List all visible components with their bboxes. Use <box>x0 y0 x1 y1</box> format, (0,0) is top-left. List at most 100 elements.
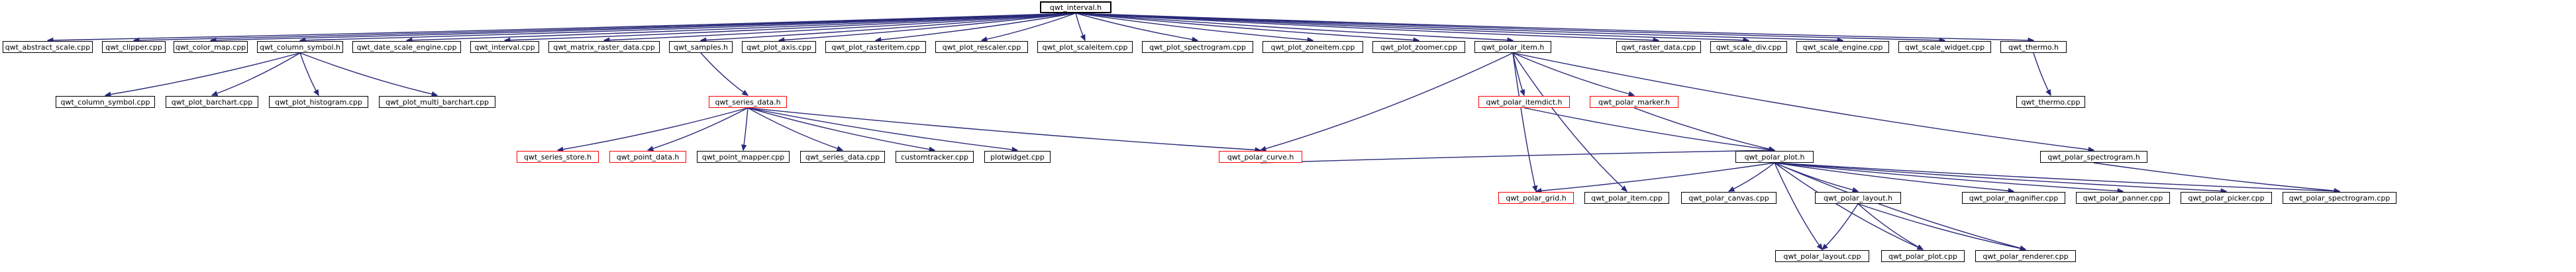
graph-node[interactable]: qwt_polar_panner.cpp <box>2076 192 2170 204</box>
graph-node[interactable]: qwt_scale_engine.cpp <box>1796 41 1889 53</box>
graph-edge <box>874 13 1076 43</box>
graph-node[interactable]: qwt_point_data.h <box>609 151 686 163</box>
graph-edge <box>1633 107 1776 152</box>
graph-node[interactable]: qwt_column_symbol.h <box>257 41 343 53</box>
graph-edge <box>1075 13 1514 43</box>
graph-node[interactable]: qwt_samples.h <box>669 41 733 53</box>
graph-edge <box>741 107 748 152</box>
graph-edge <box>603 13 1076 43</box>
graph-node[interactable]: qwt_scale_div.cpp <box>1710 41 1787 53</box>
graph-edge <box>1774 162 2341 194</box>
graph-node[interactable]: qwt_scale_widget.cpp <box>1898 41 1991 53</box>
graph-node[interactable]: qwt_plot_zoomer.cpp <box>1372 41 1465 53</box>
graph-node[interactable]: qwt_polar_layout.cpp <box>1775 250 1869 262</box>
graph-edge <box>1727 162 1775 192</box>
graph-node[interactable]: qwt_plot_rasteritem.cpp <box>825 41 926 53</box>
graph-node[interactable]: qwt_polar_renderer.cpp <box>1975 250 2076 262</box>
graph-edge <box>503 13 1076 43</box>
graph-edge <box>1512 52 1628 192</box>
graph-edge <box>1857 203 2027 251</box>
graph-edge <box>209 13 1076 43</box>
graph-node[interactable]: qwt_plot_zoneitem.cpp <box>1262 41 1363 53</box>
graph-edge <box>104 52 301 97</box>
graph-edge <box>747 107 1262 153</box>
graph-node[interactable]: qwt_polar_spectrogram.cpp <box>2283 192 2396 204</box>
graph-edge <box>299 52 438 97</box>
graph-edge <box>1075 13 1086 42</box>
graph-edge <box>1259 52 1514 152</box>
graph-edge <box>778 13 1076 43</box>
graph-edge <box>299 52 319 97</box>
graph-edge <box>1075 13 1314 43</box>
graph-edge <box>1075 13 1946 43</box>
graph-node[interactable]: plotwidget.cpp <box>984 151 1051 163</box>
graph-edge <box>1821 203 1859 250</box>
graph-edge <box>747 107 844 152</box>
graph-edge <box>1260 147 1776 163</box>
graph-node[interactable]: qwt_plot_scaleitem.cpp <box>1037 41 1133 53</box>
graph-node[interactable]: qwt_plot_barchart.cpp <box>166 96 258 108</box>
graph-edge <box>1075 13 1420 43</box>
graph-edge <box>1512 52 1538 193</box>
graph-node[interactable]: qwt_polar_item.h <box>1474 41 1551 53</box>
graph-node[interactable]: qwt_polar_picker.cpp <box>2181 192 2272 204</box>
graph-node[interactable]: qwt_column_symbol.cpp <box>56 96 155 108</box>
graph-node[interactable]: qwt_color_map.cpp <box>174 41 248 53</box>
graph-node[interactable]: qwt_thermo.cpp <box>2016 96 2085 108</box>
graph-node[interactable]: qwt_thermo.h <box>2000 41 2067 53</box>
graph-edge <box>46 13 1076 44</box>
graph-node[interactable]: qwt_polar_canvas.cpp <box>1681 192 1777 204</box>
graph-node[interactable]: qwt_date_scale_engine.cpp <box>352 41 461 53</box>
graph-edge <box>1523 107 1776 153</box>
graph-node[interactable]: qwt_polar_layout.h <box>1815 192 1901 204</box>
graph-node[interactable]: qwt_matrix_raster_data.cpp <box>548 41 660 53</box>
graph-edge <box>1535 162 1775 194</box>
graph-edge <box>699 13 1076 43</box>
graph-node[interactable]: qwt_plot_histogram.cpp <box>269 96 368 108</box>
graph-node[interactable]: qwt_abstract_scale.cpp <box>3 41 93 53</box>
graph-edge <box>1075 13 2035 44</box>
graph-edge <box>1774 162 2124 194</box>
graph-node[interactable]: qwt_polar_item.cpp <box>1584 192 1669 204</box>
graph-edge <box>1774 162 1823 251</box>
graph-node[interactable]: qwt_series_data.cpp <box>800 151 885 163</box>
graph-node[interactable]: qwt_polar_curve.h <box>1219 151 1302 163</box>
graph-node[interactable]: qwt_series_data.h <box>709 96 787 108</box>
graph-edge <box>299 13 1076 43</box>
graph-node[interactable]: customtracker.cpp <box>896 151 974 163</box>
graph-edge <box>211 52 301 97</box>
graph-edge <box>1512 52 1525 97</box>
graph-edge <box>980 13 1076 42</box>
graph-node[interactable]: qwt_plot_rescaler.cpp <box>935 41 1028 53</box>
graph-node[interactable]: qwt_clipper.cpp <box>102 41 166 53</box>
graph-node[interactable]: qwt_plot_multi_barchart.cpp <box>379 96 495 108</box>
graph-edge <box>2093 162 2341 194</box>
graph-edge <box>1774 162 2015 194</box>
graph-node[interactable]: qwt_interval.cpp <box>470 41 539 53</box>
graph-node[interactable]: qwt_polar_magnifier.cpp <box>1962 192 2065 204</box>
graph-node[interactable]: qwt_polar_itemdict.h <box>1478 96 1570 108</box>
graph-edge <box>1512 52 1635 97</box>
graph-edge <box>1774 162 1924 250</box>
graph-node[interactable]: qwt_polar_marker.h <box>1590 96 1678 108</box>
graph-edge <box>747 107 936 152</box>
graph-edge <box>556 107 748 152</box>
graph-node[interactable]: qwt_plot_spectrogram.cpp <box>1142 41 1253 53</box>
graph-node[interactable]: qwt_point_mapper.cpp <box>697 151 790 163</box>
graph-edge <box>1075 13 1844 43</box>
graph-node[interactable]: qwt_polar_spectrogram.h <box>2040 151 2147 163</box>
graph-node[interactable]: qwt_polar_plot.h <box>1735 151 1814 163</box>
graph-node[interactable]: qwt_series_store.h <box>517 151 599 163</box>
graph-node[interactable]: qwt_raster_data.cpp <box>1616 41 1701 53</box>
graph-edge <box>646 107 748 152</box>
graph-node[interactable]: qwt_plot_axis.cpp <box>742 41 816 53</box>
graph-edge <box>747 107 1019 153</box>
graph-edge <box>1857 203 1924 250</box>
graph-edge <box>1075 13 1199 42</box>
graph-node[interactable]: qwt_interval.h <box>1040 1 1111 13</box>
graph-edge <box>1774 162 2027 251</box>
graph-edge <box>1075 13 1660 43</box>
graph-node[interactable]: qwt_polar_plot.cpp <box>1881 250 1965 262</box>
graph-node[interactable]: qwt_polar_grid.h <box>1498 192 1574 204</box>
